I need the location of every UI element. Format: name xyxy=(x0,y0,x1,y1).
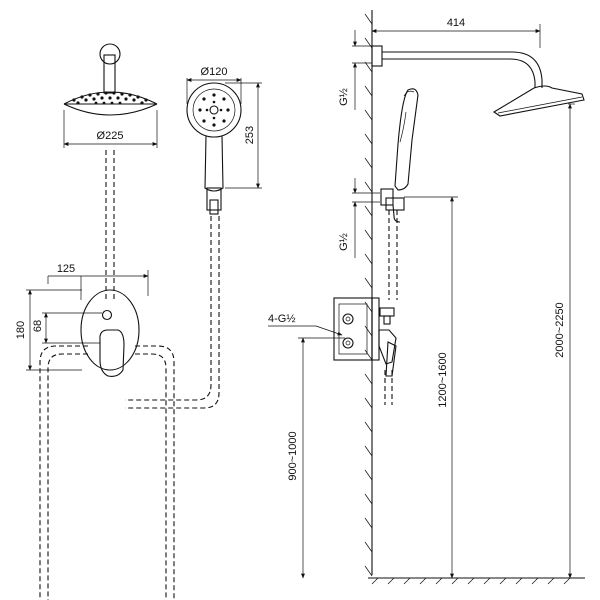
mixer-height-label: 900~1000 xyxy=(287,431,299,480)
thread-mid-dimension: G½ xyxy=(338,178,380,258)
box-connections-label: 4-G½ xyxy=(268,313,296,325)
thread-top-label: G½ xyxy=(338,88,350,106)
hand-diameter-dimension: Ø120 xyxy=(186,66,242,104)
thread-top-dimension: G½ xyxy=(338,30,372,110)
hand-shower-side xyxy=(380,88,419,223)
arm-length-dimension: 414 xyxy=(371,17,541,48)
concealed-box-side xyxy=(333,297,397,377)
thread-mid-label: G½ xyxy=(338,233,350,251)
holder-height-label: 1200~1600 xyxy=(437,352,449,407)
shower-arm-side xyxy=(371,45,585,117)
head-height-dimension: 2000~2250 xyxy=(554,103,575,579)
lever-offset-label: 68 xyxy=(32,320,44,332)
hose-front xyxy=(125,216,220,409)
overhead-shower-front xyxy=(63,43,158,116)
hose-side xyxy=(384,210,398,405)
supply-loop-front xyxy=(39,345,175,600)
plate-width-dimension: 125 xyxy=(47,263,149,300)
hand-height-dimension: 253 xyxy=(225,82,262,189)
plate-width-label: 125 xyxy=(57,263,75,275)
supply-pipe-front xyxy=(105,150,115,300)
head-diameter-dimension: Ø225 xyxy=(63,110,158,148)
hand-diameter-label: Ø120 xyxy=(201,66,228,78)
plate-height-label: 180 xyxy=(15,321,27,339)
holder-height-dimension: 1200~1600 xyxy=(404,196,458,579)
head-diameter-label: Ø225 xyxy=(97,130,124,142)
box-connections-callout: 4-G½ xyxy=(268,313,343,336)
mixer-plate-front xyxy=(80,289,140,377)
arm-length-label: 414 xyxy=(447,17,465,29)
plate-height-dimension: 180 68 xyxy=(15,289,102,371)
wall-section xyxy=(364,10,585,585)
head-height-label: 2000~2250 xyxy=(554,302,566,357)
hand-height-label: 253 xyxy=(244,126,256,144)
mixer-height-dimension: 900~1000 xyxy=(287,337,345,579)
hand-shower-front xyxy=(186,82,242,215)
